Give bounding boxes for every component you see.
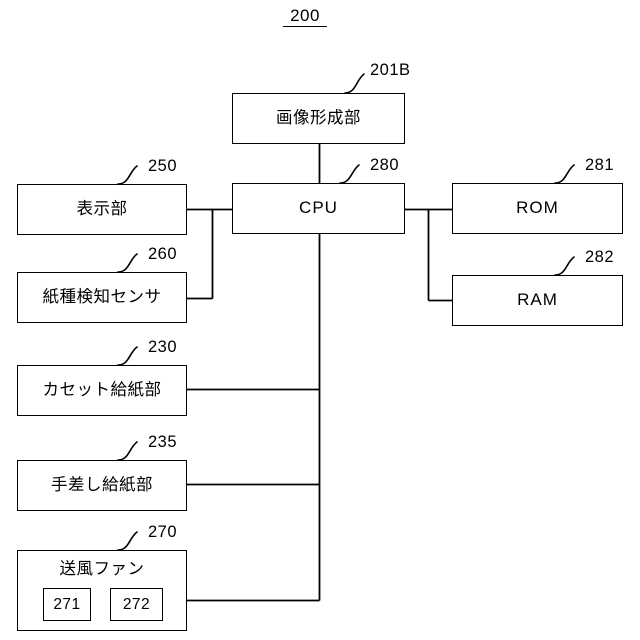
block-display-unit: 表示部 xyxy=(17,184,187,235)
leader-line-blower-fan xyxy=(117,531,138,551)
block-label-paper-type-sensor: 紙種検知センサ xyxy=(42,288,162,307)
connector-cpu-to-rom xyxy=(405,208,452,301)
reference-numeral-201B: 201B xyxy=(370,61,411,79)
leader-line-image-forming-unit xyxy=(344,73,365,94)
block-label-cassette-feed-unit: カセット給紙部 xyxy=(42,381,162,400)
block-fan-272: 272 xyxy=(110,588,163,621)
leader-line-cassette-feed-unit xyxy=(117,346,138,366)
reference-numeral-282: 282 xyxy=(585,248,615,266)
leader-line-rom xyxy=(554,164,575,184)
leader-line-display-unit xyxy=(117,165,138,185)
block-cpu: CPU xyxy=(232,183,405,234)
block-paper-type-sensor: 紙種検知センサ xyxy=(17,272,187,323)
block-cassette-feed-unit: カセット給紙部 xyxy=(17,365,187,416)
reference-numeral-230: 230 xyxy=(148,338,178,356)
block-fan-271: 271 xyxy=(43,588,91,621)
reference-numeral-250: 250 xyxy=(148,157,178,175)
reference-numeral-280: 280 xyxy=(370,156,400,174)
block-label-manual-feed-unit: 手差し給紙部 xyxy=(51,476,153,495)
block-label-ram: RAM xyxy=(517,290,558,310)
block-label-fan-272: 272 xyxy=(122,595,151,613)
reference-numeral-270: 270 xyxy=(148,523,178,541)
block-ram: RAM xyxy=(452,275,623,326)
figure-number: 200 xyxy=(283,7,327,27)
block-label-fan-271: 271 xyxy=(53,595,81,613)
block-label-display-unit: 表示部 xyxy=(76,200,128,219)
leader-line-paper-type-sensor xyxy=(117,253,138,273)
block-label-cpu: CPU xyxy=(299,198,338,218)
leader-line-manual-feed-unit xyxy=(117,441,138,461)
leader-line-cpu xyxy=(339,164,360,184)
block-label-image-forming-unit: 画像形成部 xyxy=(276,109,361,128)
reference-numeral-235: 235 xyxy=(148,433,178,451)
block-image-forming-unit: 画像形成部 xyxy=(232,93,405,144)
leader-line-ram xyxy=(554,256,575,276)
block-label-rom: ROM xyxy=(516,198,559,218)
block-rom: ROM xyxy=(452,183,623,234)
connector-display-unit-to-cpu xyxy=(187,208,232,299)
block-manual-feed-unit: 手差し給紙部 xyxy=(17,460,187,511)
block-label-blower-fan: 送風ファン xyxy=(59,560,145,578)
reference-numeral-260: 260 xyxy=(148,245,178,263)
reference-numeral-281: 281 xyxy=(585,156,615,174)
